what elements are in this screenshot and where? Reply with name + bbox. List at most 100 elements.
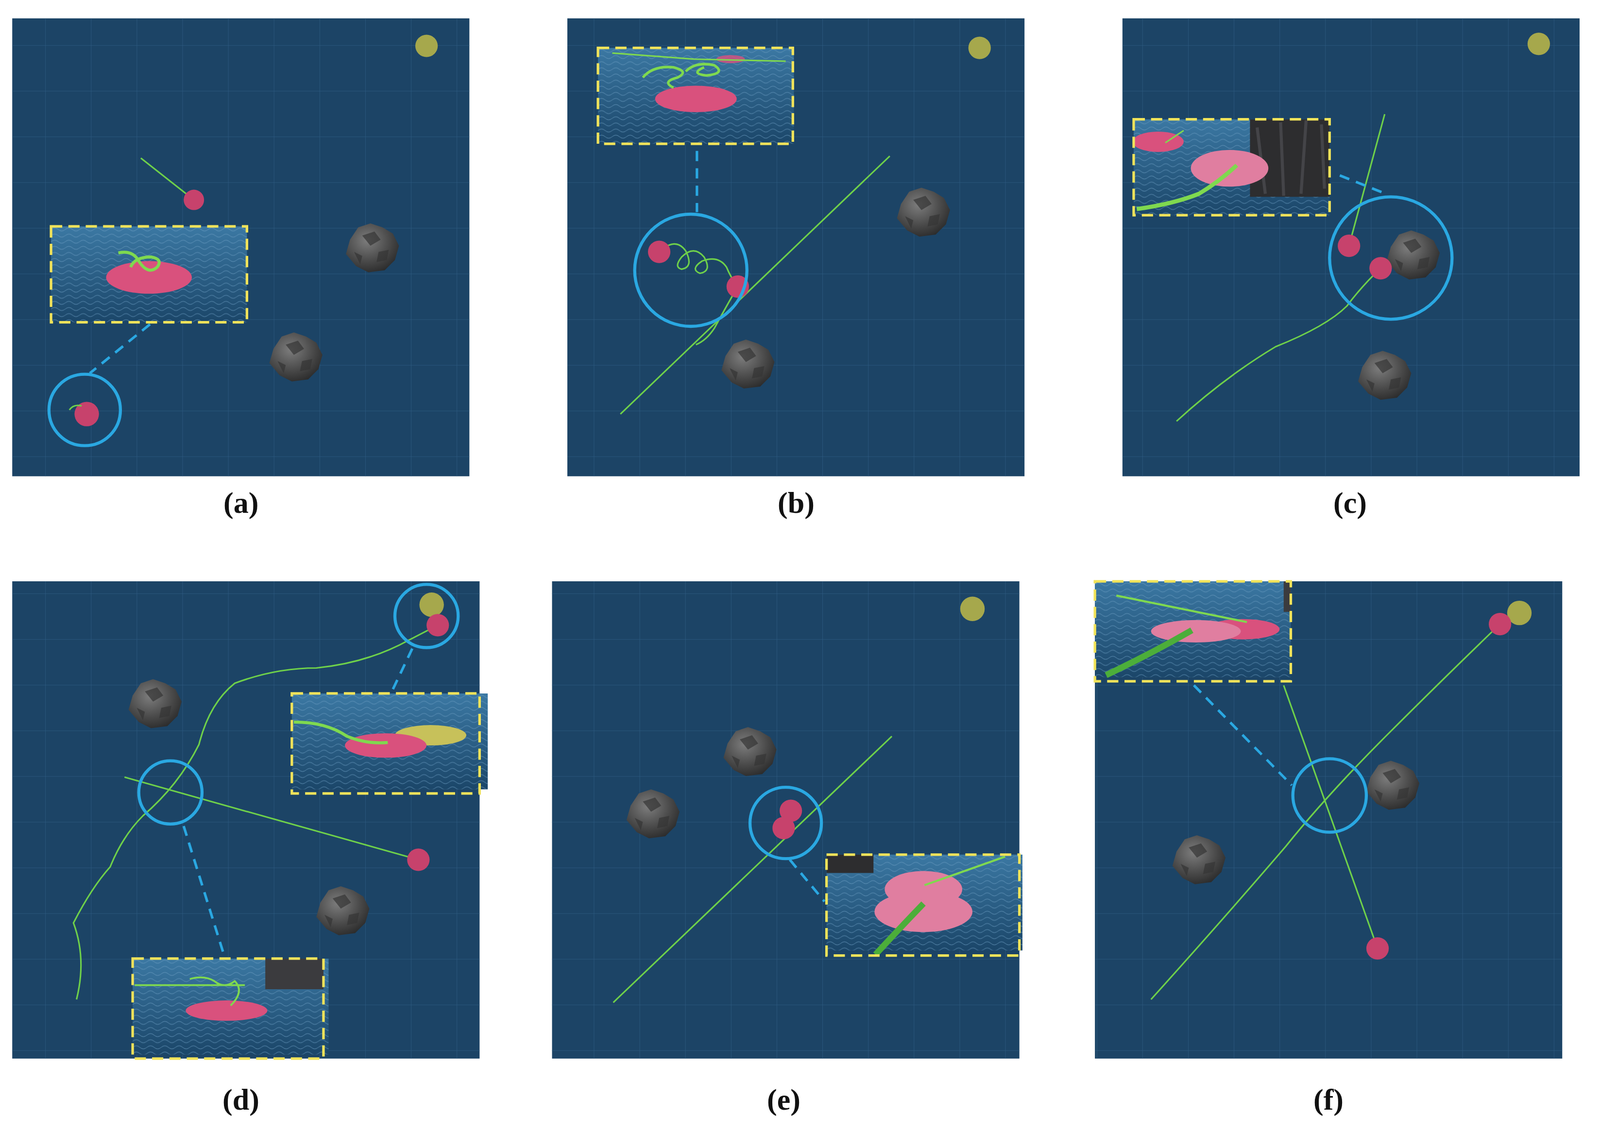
drawn-ellipse xyxy=(1151,620,1242,643)
drawn-line xyxy=(1283,685,1378,949)
drawn-circle xyxy=(138,761,203,825)
panel-a xyxy=(12,18,470,477)
drawn-line xyxy=(1348,114,1385,246)
drawn-ellipse xyxy=(344,733,427,758)
drawn-path xyxy=(1116,595,1247,623)
drawn-circle xyxy=(49,374,121,446)
drawn-path xyxy=(875,903,924,955)
drawn-line xyxy=(613,736,893,1003)
drawn-rect xyxy=(552,581,1020,1059)
drawn-rect xyxy=(1249,119,1330,198)
drawn-path xyxy=(1106,630,1192,676)
drawn-circle xyxy=(1366,937,1389,960)
drawn-use xyxy=(723,727,777,777)
drawn-ellipse xyxy=(105,261,192,294)
drawn-line xyxy=(89,324,151,374)
drawn-rect xyxy=(567,18,1025,477)
drawn-path xyxy=(612,52,786,62)
drawn-path xyxy=(1136,165,1237,209)
panel-label: (f) xyxy=(1313,1084,1344,1115)
drawn-circle xyxy=(772,817,795,840)
drawn-rect xyxy=(291,693,480,794)
drawn-line xyxy=(391,648,413,692)
drawn-circle xyxy=(415,34,438,57)
drawn-rect xyxy=(1122,18,1580,477)
drawn-rect xyxy=(51,226,247,323)
drawn-ellipse xyxy=(1132,131,1184,153)
drawn-circle xyxy=(1293,758,1367,833)
panel-d xyxy=(12,581,488,1059)
drawn-use xyxy=(1386,230,1440,280)
drawn-line xyxy=(124,777,419,860)
drawn-path xyxy=(134,977,245,1006)
drawn-circle xyxy=(1329,196,1452,320)
drawn-use xyxy=(51,226,247,323)
drawn-rect xyxy=(132,958,324,1059)
drawn-circle xyxy=(968,36,991,60)
drawn-circle xyxy=(960,596,985,622)
drawn-circle xyxy=(1337,234,1361,257)
drawn-rect xyxy=(12,18,470,477)
drawn-use xyxy=(132,958,329,1055)
drawn-use xyxy=(1094,581,1291,678)
drawn-rect xyxy=(552,581,1020,1059)
drawn-rect xyxy=(1133,119,1330,216)
drawn-use xyxy=(597,48,794,144)
drawn-rect xyxy=(597,48,793,144)
drawn-rect xyxy=(1094,581,1291,682)
drawn-use xyxy=(721,339,775,389)
drawn-line xyxy=(1193,685,1293,786)
drawn-circle xyxy=(407,848,430,871)
drawn-use xyxy=(626,789,680,839)
drawn-circle xyxy=(749,787,822,859)
drawn-rect xyxy=(826,854,1020,956)
drawn-path xyxy=(1257,120,1325,196)
drawn-ellipse xyxy=(874,891,973,933)
drawn-rect xyxy=(567,18,1025,477)
panel-f xyxy=(1094,581,1563,1059)
panel-label: (b) xyxy=(777,487,815,518)
panel-e xyxy=(552,581,1023,1059)
drawn-use xyxy=(897,187,951,237)
drawn-circle xyxy=(394,584,459,648)
drawn-line xyxy=(620,155,890,414)
panel-label: (d) xyxy=(222,1084,260,1115)
drawn-path xyxy=(1165,130,1184,143)
drawn-circle xyxy=(419,592,444,617)
drawn-use xyxy=(1358,350,1412,400)
drawn-path xyxy=(659,243,738,287)
panel-label: (c) xyxy=(1333,487,1367,518)
drawn-ellipse xyxy=(1191,150,1269,188)
drawn-rect xyxy=(12,581,480,1059)
drawn-path xyxy=(73,625,438,1000)
panel-label: (e) xyxy=(766,1084,801,1115)
panel-label: (a) xyxy=(223,487,259,518)
drawn-ellipse xyxy=(655,85,737,113)
drawn-circle xyxy=(1488,612,1512,636)
drawn-ellipse xyxy=(185,1000,268,1022)
drawn-use xyxy=(826,854,1023,951)
drawn-path xyxy=(69,405,82,410)
drawn-use xyxy=(1366,761,1420,811)
drawn-circle xyxy=(647,240,671,264)
panel-b xyxy=(567,18,1025,477)
drawn-line xyxy=(695,151,698,213)
drawn-use xyxy=(345,223,399,273)
drawn-use xyxy=(269,332,323,382)
drawn-rect xyxy=(12,18,470,477)
drawn-path xyxy=(118,252,160,271)
drawn-use xyxy=(291,693,488,790)
drawn-circle xyxy=(1369,256,1392,280)
drawn-rect xyxy=(1094,581,1563,1059)
drawn-circle xyxy=(634,214,748,327)
drawn-rect xyxy=(826,854,874,874)
drawn-path xyxy=(924,856,1005,886)
drawn-use xyxy=(128,679,182,729)
drawn-circle xyxy=(183,189,205,211)
drawn-rect xyxy=(1122,18,1580,477)
drawn-line xyxy=(1339,175,1386,194)
panel-c xyxy=(1122,18,1580,477)
drawn-circle xyxy=(1527,32,1550,55)
drawn-path xyxy=(642,64,719,88)
